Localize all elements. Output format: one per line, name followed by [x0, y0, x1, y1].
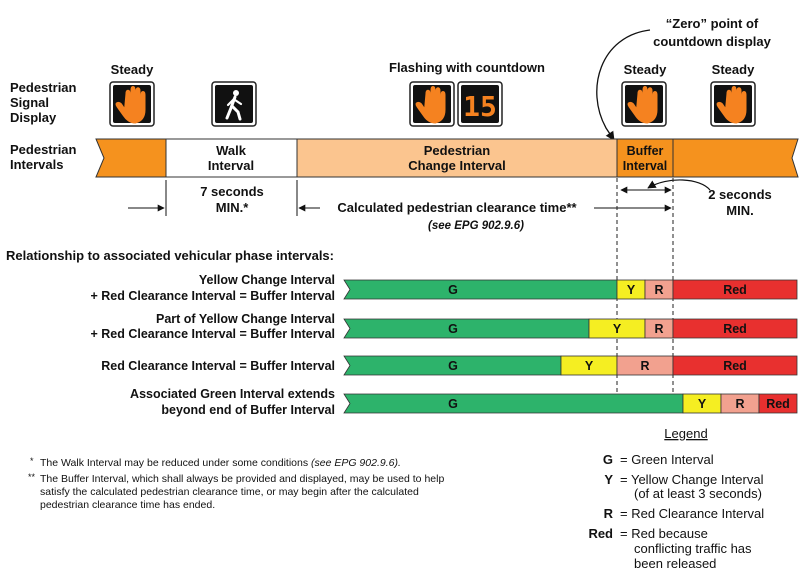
footnote2-line1: The Buffer Interval, which shall always … [40, 473, 444, 485]
footnote1-text: The Walk Interval may be reduced under s… [40, 457, 401, 469]
segment-green [343, 318, 590, 339]
segment-green [343, 393, 684, 414]
signal-display-label-line3: Display [10, 110, 57, 125]
legend-r-text: = Red Clearance Interval [620, 506, 764, 521]
signal-head-hand-2 [621, 81, 667, 127]
walk-min-line2: MIN.* [216, 200, 249, 215]
state-steady-2: Steady [624, 62, 667, 77]
clearance-label: Calculated pedestrian clearance time** [337, 200, 577, 215]
signal-head-hand-flashing [409, 81, 455, 127]
row4-r: R [735, 397, 744, 411]
legend: G = Green Interval Y = Yellow Change Int… [588, 452, 764, 571]
signal-display-label-line1: Pedestrian [10, 80, 77, 95]
row2-label-line2: + Red Clearance Interval = Buffer Interv… [90, 327, 335, 341]
clearance-ref: (see EPG 902.9.6) [428, 220, 524, 232]
legend-g-text: = Green Interval [620, 452, 714, 467]
row1-label-line2: + Red Clearance Interval = Buffer Interv… [90, 289, 335, 303]
row1-g: G [448, 283, 458, 297]
change-interval-label-line2: Change Interval [408, 158, 506, 173]
band-pedestrian-change-interval [296, 138, 618, 178]
signal-head-countdown: 15 [457, 81, 503, 127]
row3-red: Red [723, 359, 747, 373]
legend-red-text-line1: = Red because [620, 526, 708, 541]
countdown-digits: 15 [463, 90, 497, 123]
vehicle-phase-bar-4 [343, 393, 798, 414]
state-steady-1: Steady [111, 62, 154, 77]
segment-red [672, 355, 798, 376]
footnote2-mark: ** [28, 472, 36, 482]
legend-r-key: R [604, 506, 614, 521]
row1-red: Red [723, 283, 747, 297]
row1-r: R [654, 283, 663, 297]
intervals-label-line1: Pedestrian [10, 142, 77, 157]
segment-green [343, 279, 618, 300]
legend-g-key: G [603, 452, 613, 467]
legend-red-text-line2: conflicting traffic has [634, 541, 752, 556]
vehicle-phase-bar-3 [343, 355, 798, 376]
row3-g: G [448, 359, 458, 373]
row3-y: Y [585, 359, 594, 373]
legend-y-key: Y [604, 472, 613, 487]
state-steady-3: Steady [712, 62, 755, 77]
walking-person-icon [225, 90, 243, 121]
relationship-heading: Relationship to associated vehicular pha… [6, 248, 334, 263]
zero-point-label-line1: “Zero” point of [666, 16, 759, 31]
row4-label-line1: Associated Green Interval extends [130, 387, 335, 401]
row2-label-line1: Part of Yellow Change Interval [156, 312, 335, 326]
segment-red [758, 393, 798, 414]
walk-min-line1: 7 seconds [200, 184, 264, 199]
row2-red: Red [723, 322, 747, 336]
row2-g: G [448, 322, 458, 336]
buffer-interval-label-line1: Buffer [627, 144, 664, 158]
segment-green [343, 355, 562, 376]
walk-interval-label-line1: Walk [216, 143, 247, 158]
signal-head-hand-3 [710, 81, 756, 127]
buffer-min-line2: MIN. [726, 203, 753, 218]
row3-r: R [640, 359, 649, 373]
signal-display-label-line2: Signal [10, 95, 49, 110]
zero-point-arrow [596, 29, 651, 141]
footnote1-mark: * [30, 456, 34, 466]
signal-head-walk [211, 81, 257, 127]
band-dont-walk-end [672, 138, 799, 178]
buffer-min-pointer [647, 179, 711, 191]
vehicle-phase-bar-2 [343, 318, 798, 339]
row4-y: Y [698, 397, 707, 411]
legend-y-text-line2: (of at least 3 seconds) [634, 486, 762, 501]
legend-red-text-line3: been released [634, 556, 716, 571]
intervals-label-line2: Intervals [10, 157, 63, 172]
change-interval-label-line1: Pedestrian [424, 143, 491, 158]
footnote2-line3: pedestrian clearance time has ended. [40, 499, 215, 511]
row2-r: R [654, 322, 663, 336]
row3-label-line2: Red Clearance Interval = Buffer Interval [101, 359, 335, 373]
segment-red [672, 279, 798, 300]
legend-title: Legend [664, 426, 707, 441]
legend-red-key: Red [588, 526, 613, 541]
buffer-interval-label-line2: Interval [623, 159, 667, 173]
segment-red [672, 318, 798, 339]
vehicle-phase-bar-1 [343, 279, 798, 300]
buffer-min-line1: 2 seconds [708, 187, 772, 202]
row4-label-line2: beyond end of Buffer Interval [161, 403, 335, 417]
legend-y-text-line1: = Yellow Change Interval [620, 472, 764, 487]
state-flashing: Flashing with countdown [389, 60, 545, 75]
footnote2-line2: satisfy the calculated pedestrian cleara… [40, 486, 419, 498]
row4-g: G [448, 397, 458, 411]
row4-red: Red [766, 397, 790, 411]
row2-y: Y [613, 322, 622, 336]
row1-label-line1: Yellow Change Interval [199, 273, 335, 287]
zero-point-label-line2: countdown display [653, 34, 771, 49]
signal-head-hand-1 [109, 81, 155, 127]
band-dont-walk-start [95, 138, 167, 178]
walk-interval-label-line2: Interval [208, 158, 254, 173]
pedestrian-interval-band [95, 138, 799, 178]
dimension-ticks [165, 180, 298, 216]
row1-y: Y [627, 283, 636, 297]
